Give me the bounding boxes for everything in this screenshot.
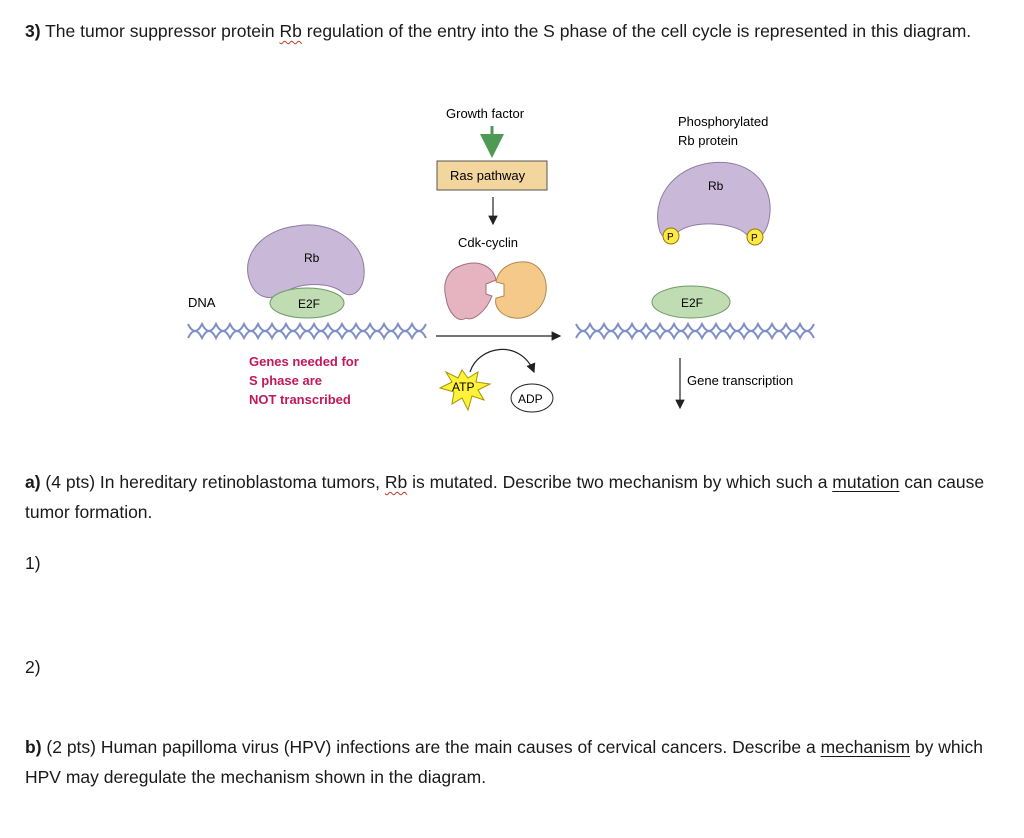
gene-transcription-label: Gene transcription: [687, 373, 793, 388]
cdk-protein: [444, 262, 497, 320]
e2f-label-left: E2F: [298, 297, 320, 311]
question-b-label: b): [25, 737, 42, 757]
phosphate-right-label: P: [751, 233, 758, 244]
answer-number-1: 1): [25, 553, 41, 573]
atp-star: [438, 369, 492, 412]
cyclin-protein: [495, 261, 547, 319]
phosphate-left-label: P: [667, 232, 674, 243]
genes-line-1: Genes needed for: [249, 354, 359, 369]
adp-ellipse: [510, 383, 554, 413]
cdk-cyclin-label: Cdk-cyclin: [458, 235, 518, 250]
question-b-text-before: (2 pts) Human papilloma virus (HPV) infe…: [41, 737, 821, 757]
e2f-left: [269, 287, 345, 319]
adp-label: ADP: [518, 392, 543, 406]
answer-number-2: 2): [25, 657, 41, 677]
question-a-label: a): [25, 472, 41, 492]
question-a-text-before: (4 pts) In hereditary retinoblastoma tum…: [40, 472, 385, 492]
question-3-text-after: regulation of the entry into the S phase…: [301, 21, 972, 41]
ras-pathway-label: Ras pathway: [450, 168, 526, 183]
phosphate-right: [746, 228, 764, 246]
genes-line-3: NOT transcribed: [249, 392, 351, 407]
question-b-text-after: by which HPV may deregulate the mechanis…: [25, 737, 984, 787]
e2f-label-right: E2F: [681, 296, 703, 310]
question-a-text-after: can cause tumor formation.: [25, 472, 985, 522]
question-b-text: b) (2 pts) Human papilloma virus (HPV) i…: [25, 732, 1000, 792]
rb-word-a: Rb: [384, 472, 408, 492]
rb-label-right: Rb: [708, 179, 724, 193]
dna-strand-left: [187, 321, 427, 341]
question-3-text: 3) The tumor suppressor protein Rb regul…: [25, 16, 1000, 46]
atp-to-adp-arrow: [469, 348, 536, 374]
rb-protein-right: [657, 161, 771, 239]
genes-not-transcribed-note: Genes needed for S phase are NOT transcr…: [249, 354, 359, 407]
phosphorylated-line-1: Phosphorylated: [678, 114, 768, 129]
dna-strand-right: [575, 321, 815, 341]
phosphate-left: [662, 227, 680, 245]
question-a-text-middle: is mutated. Describe two mechanism by wh…: [407, 472, 833, 492]
rb-cell-cycle-diagram: DNA Rb E2F Genes needed for S phase are …: [187, 106, 815, 413]
rb-word: Rb: [279, 21, 302, 41]
genes-line-2: S phase are: [249, 373, 322, 388]
question-3-text-before: The tumor suppressor protein: [40, 21, 280, 41]
phosphorylated-line-2: Rb protein: [678, 133, 738, 148]
question-a-text: a) (4 pts) In hereditary retinoblastoma …: [25, 467, 1000, 527]
question-number: 3): [25, 21, 41, 41]
mechanism-word: mechanism: [820, 737, 911, 757]
mutation-word: mutation: [832, 472, 900, 492]
growth-factor-label: Growth factor: [446, 106, 525, 121]
e2f-right: [651, 285, 731, 319]
rb-label-left: Rb: [304, 251, 320, 265]
dna-label: DNA: [188, 295, 216, 310]
ras-pathway-box: [436, 160, 548, 191]
atp-label: ATP: [452, 380, 474, 394]
